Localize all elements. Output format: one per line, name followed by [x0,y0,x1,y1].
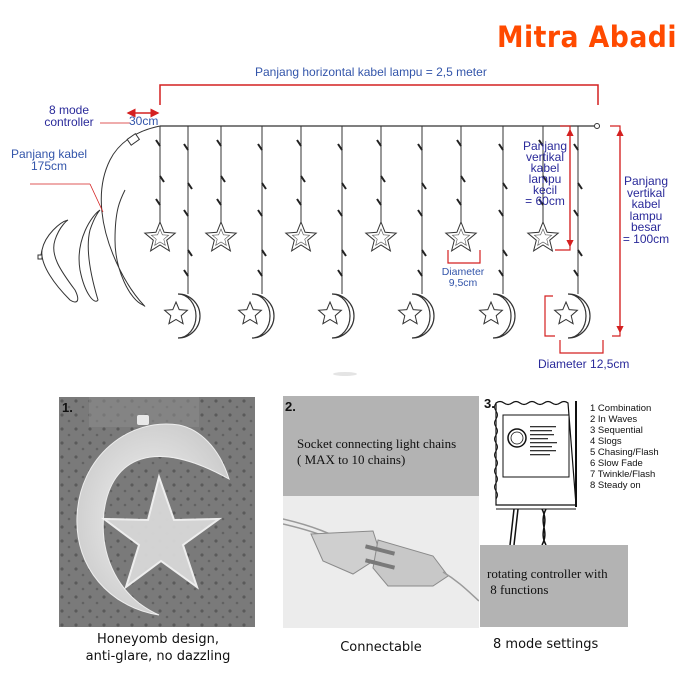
bulb [502,249,508,257]
bulb [296,139,302,147]
bulb [159,175,165,183]
bulb [155,139,161,147]
moon-ornament [567,293,591,339]
mode-item: 3 Sequential [590,425,643,436]
mode-item: 2 In Waves [590,414,638,425]
wire-end-cap [594,123,600,129]
bulb [341,249,347,257]
bulb [257,143,263,151]
moon-star-photo [59,397,255,627]
bulb [577,249,583,257]
moon-diameter-label: Diameter 12,5cm [538,357,630,371]
bulb [498,209,504,217]
bulb [183,143,189,151]
controller-label: 8 mode controller [44,103,94,129]
moon-ornament [492,293,516,339]
moon-ornament [411,293,435,339]
bulb [417,143,423,151]
star-ornament [526,220,560,252]
star-ornament [143,220,177,252]
panel-honeycomb-photo: 1. [59,397,255,627]
star-diameter-label: Diameter 9,5cm [441,266,485,289]
bulb [220,175,226,183]
bulb [337,269,343,277]
bulb [183,209,189,217]
bulb [460,175,466,183]
bulb [573,209,579,217]
bulb [187,182,193,190]
bulb [573,269,579,277]
bulb [337,209,343,217]
mode-item: 4 Slogs [590,436,622,447]
bulb [421,249,427,257]
star-ornament [284,220,318,252]
panel-connector-photo: 2. Socket connecting light chains ( MAX … [283,396,479,628]
bulb [261,182,267,190]
moon-ornament [331,293,355,339]
mode-list: 1 Combination 2 In Waves 3 Sequential 4 … [590,403,659,491]
bulb [155,198,161,206]
bulb [341,182,347,190]
bulb [498,143,504,151]
honeycomb-caption: Honeyomb design, anti-glare, no dazzling [85,632,231,664]
bulb [300,175,306,183]
bulb [261,249,267,257]
bulb [216,139,222,147]
mode-item: 5 Chasing/Flash [590,447,659,458]
moon-ornament [251,293,275,339]
bulb [456,198,462,206]
star-ornament [444,220,478,252]
curtain-light-diagram [30,84,624,376]
panel-number: 1. [62,400,73,415]
bulb [573,143,579,151]
mode-item: 1 Combination [590,403,652,414]
star-ornament [204,220,238,252]
bulb [417,209,423,217]
socket-description: Socket connecting light chains ( MAX to … [297,436,457,467]
mode-item: 7 Twinkle/Flash [590,469,656,480]
bulb [421,182,427,190]
mode-item: 6 Slow Fade [590,458,643,469]
bulb [498,269,504,277]
connectable-caption: Connectable [340,640,422,655]
mode-item: 8 Steady on [590,480,641,491]
bulb [376,139,382,147]
controller-drawing [494,400,577,546]
bulb [538,198,544,206]
controller-description-box: rotating controller with 8 functions [480,545,628,627]
star-ornament [364,220,398,252]
bulb [216,198,222,206]
bulb [296,198,302,206]
bulb [376,198,382,206]
controller-box [126,132,141,146]
spacing-label: 30cm [129,114,159,128]
bulb [183,269,189,277]
bulb [502,182,508,190]
horizontal-length-label: Panjang horizontal kabel lampu = 2,5 met… [255,65,487,79]
moon-ornament [177,293,201,339]
bulb [538,139,544,147]
panel-number: 2. [285,399,296,414]
bulb [577,182,583,190]
bulb [257,209,263,217]
panel-number: 3. [484,396,495,411]
horizontal-dimension-line [159,84,599,105]
bulb [380,175,386,183]
bulb [456,139,462,147]
brand-logo: Mitra Abadi [497,20,677,54]
bulb [257,269,263,277]
cable-length-label: Panjang kabel 175cm [10,147,88,173]
bulb [337,143,343,151]
plug-socket-photo [283,518,479,602]
bulb [542,175,548,183]
bulb [187,249,193,257]
small-vertical-length-label: Panjang vertikal kabel lampu kecil = 60c… [522,139,568,208]
large-vertical-length-label: Panjang vertikal kabel lampu besar = 100… [622,174,670,246]
bulb [417,269,423,277]
mode-settings-caption: 8 mode settings [493,637,599,652]
